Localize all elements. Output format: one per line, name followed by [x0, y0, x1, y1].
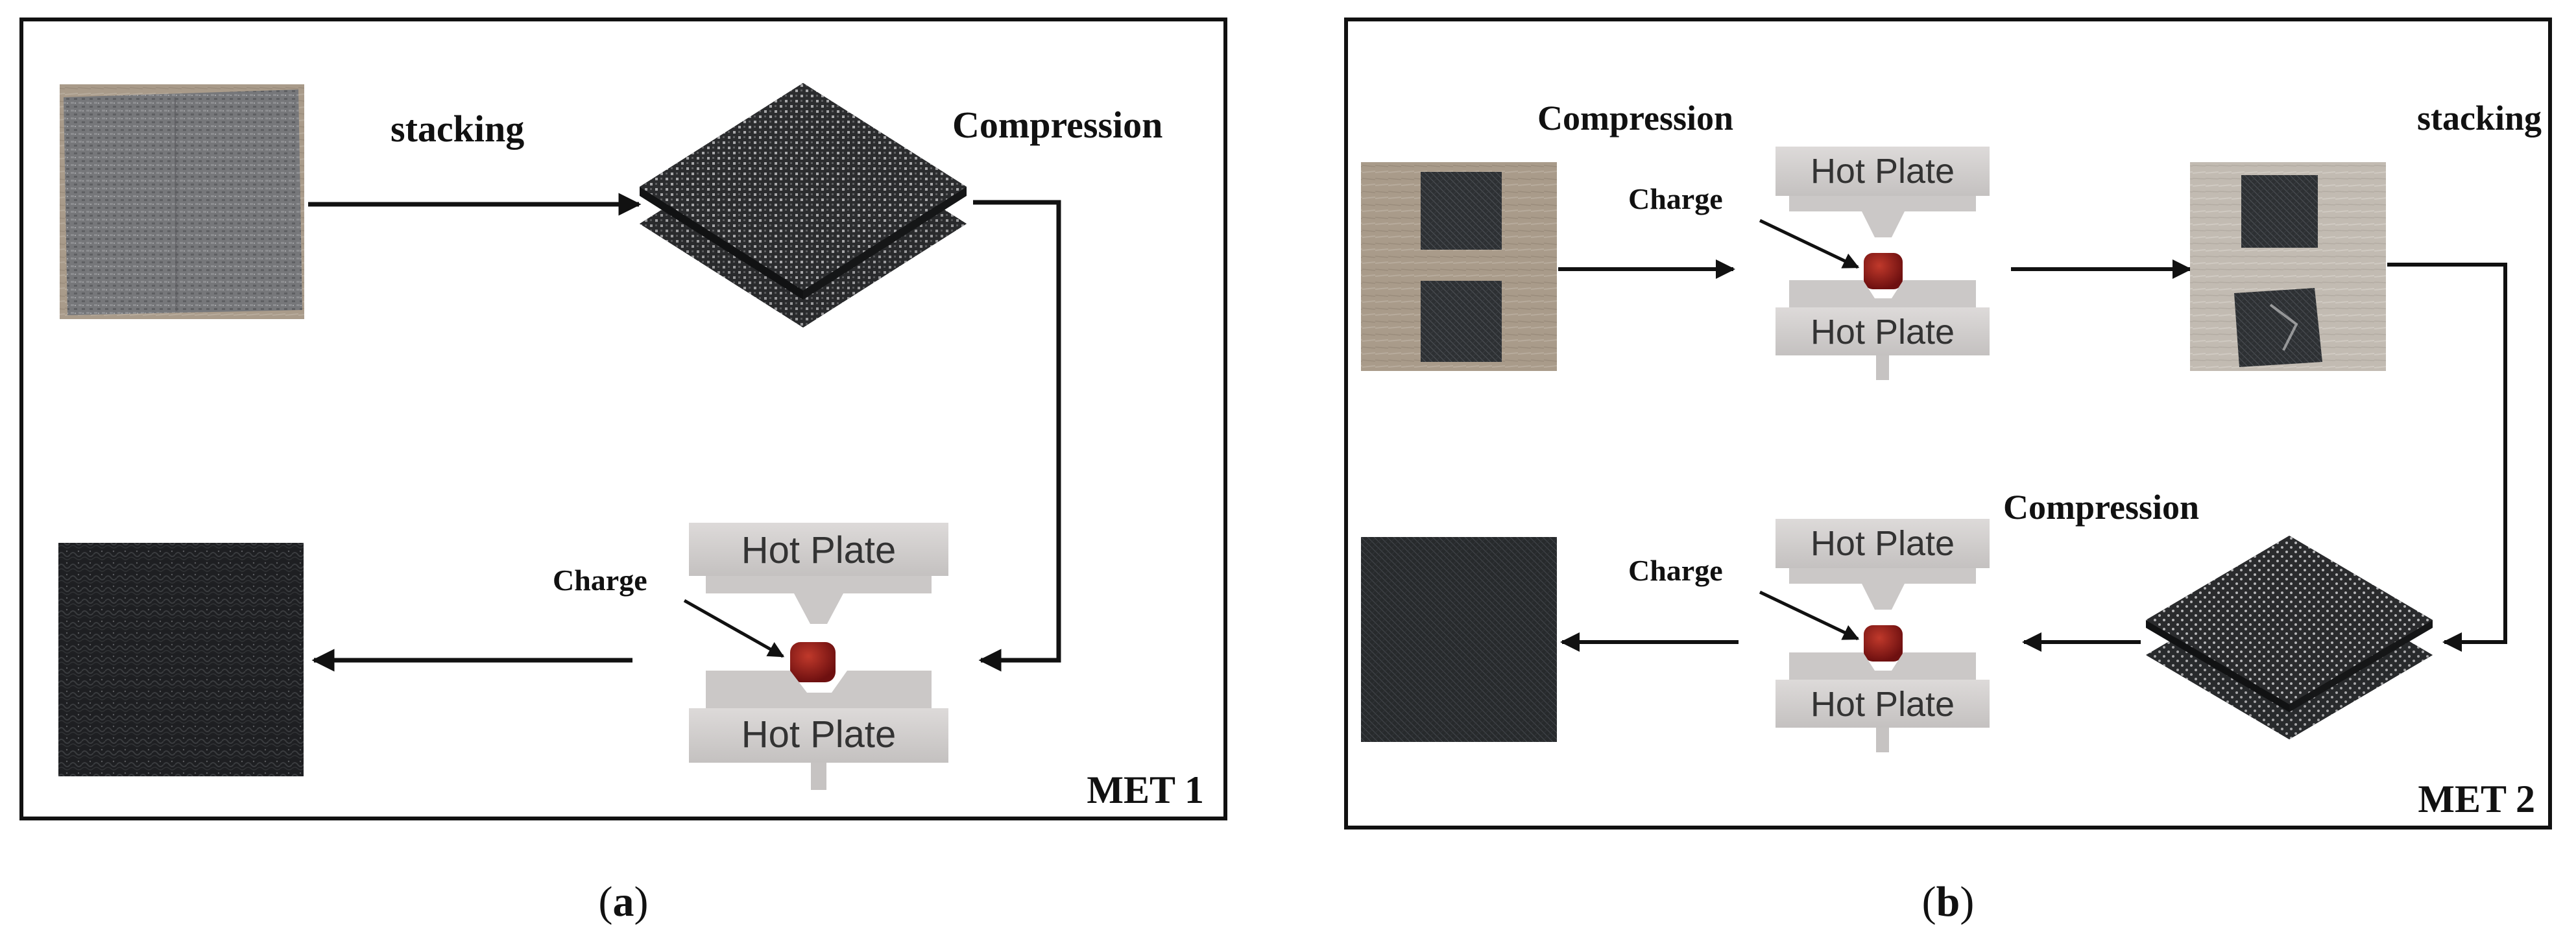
panel-a-charge-pointer [683, 599, 785, 658]
panel-b-charge-2 [1864, 625, 1903, 662]
panel-b-bottom-plate-1 [1776, 307, 1990, 355]
panel-b-top-plate-1-label: Hot Plate [1811, 152, 1955, 191]
panel-a-composite-photo [58, 543, 304, 776]
panel-b-top-plate-2 [1776, 519, 1990, 568]
panel-b-bottom-plate-2 [1776, 680, 1990, 728]
panel-b-charge-pointer-2 [1759, 590, 1860, 641]
panel-a-frame [19, 18, 1227, 820]
panel-b-stacked-mats [2146, 536, 2433, 739]
panel-a-stacked-mats [640, 83, 967, 328]
panel-b-top-plate-2-label: Hot Plate [1811, 524, 1955, 563]
panel-a: stacking Compression Hot Plate Hot Plate… [19, 18, 1227, 820]
panel-b-stacking-label: stacking [2417, 99, 2542, 137]
panel-b-top-plate-1 [1776, 147, 1990, 196]
panel-b-bottom-plate-1-label: Hot Plate [1811, 313, 1955, 352]
panel-a-charge [790, 642, 836, 682]
panel-b-arrow-connector [2387, 263, 2507, 652]
panel-a-bottom-plate [689, 708, 948, 763]
panel-b-frame [1344, 18, 2552, 830]
panel-b-bottom-plate-2-label: Hot Plate [1811, 685, 1955, 724]
panel-a-charge-label: Charge [553, 564, 647, 597]
panel-b-compression-label-1: Compression [1537, 99, 1733, 137]
panel-a-fabric-photo [60, 84, 304, 319]
caption-b: (b) [1922, 878, 1975, 925]
panel-b: Compression Hot Plate Hot Plate Charge [1344, 18, 2552, 830]
panel-a-stacking-label: stacking [391, 108, 524, 150]
panel-b-charge-pointer-1 [1759, 219, 1860, 269]
panel-b-charge-1 [1864, 253, 1903, 289]
panel-a-arrow-connector [973, 200, 1061, 672]
panel-b-stacking-photo [2190, 162, 2386, 371]
panel-b-squares-photo [1361, 162, 1557, 371]
panel-b-compression-label-2: Compression [2003, 488, 2199, 527]
panel-a-compression-label: Compression [952, 104, 1162, 146]
panel-a-met-label: MET 1 [1087, 769, 1204, 811]
panel-b-composite-photo [1361, 537, 1557, 742]
panel-b-hot-press-1: Hot Plate Hot Plate [1776, 147, 1990, 380]
panel-a-top-plate-label: Hot Plate [741, 529, 897, 571]
panel-a-top-plate [689, 523, 948, 576]
caption-a: (a) [599, 878, 649, 925]
panel-a-bottom-plate-label: Hot Plate [741, 713, 897, 756]
panel-b-charge-label-2: Charge [1628, 554, 1723, 587]
panel-a-hot-press: Hot Plate Hot Plate [689, 523, 948, 790]
panel-b-hot-press-2: Hot Plate Hot Plate [1776, 519, 1990, 752]
panel-b-charge-label-1: Charge [1628, 182, 1723, 215]
panel-b-met-label: MET 2 [2418, 778, 2535, 820]
